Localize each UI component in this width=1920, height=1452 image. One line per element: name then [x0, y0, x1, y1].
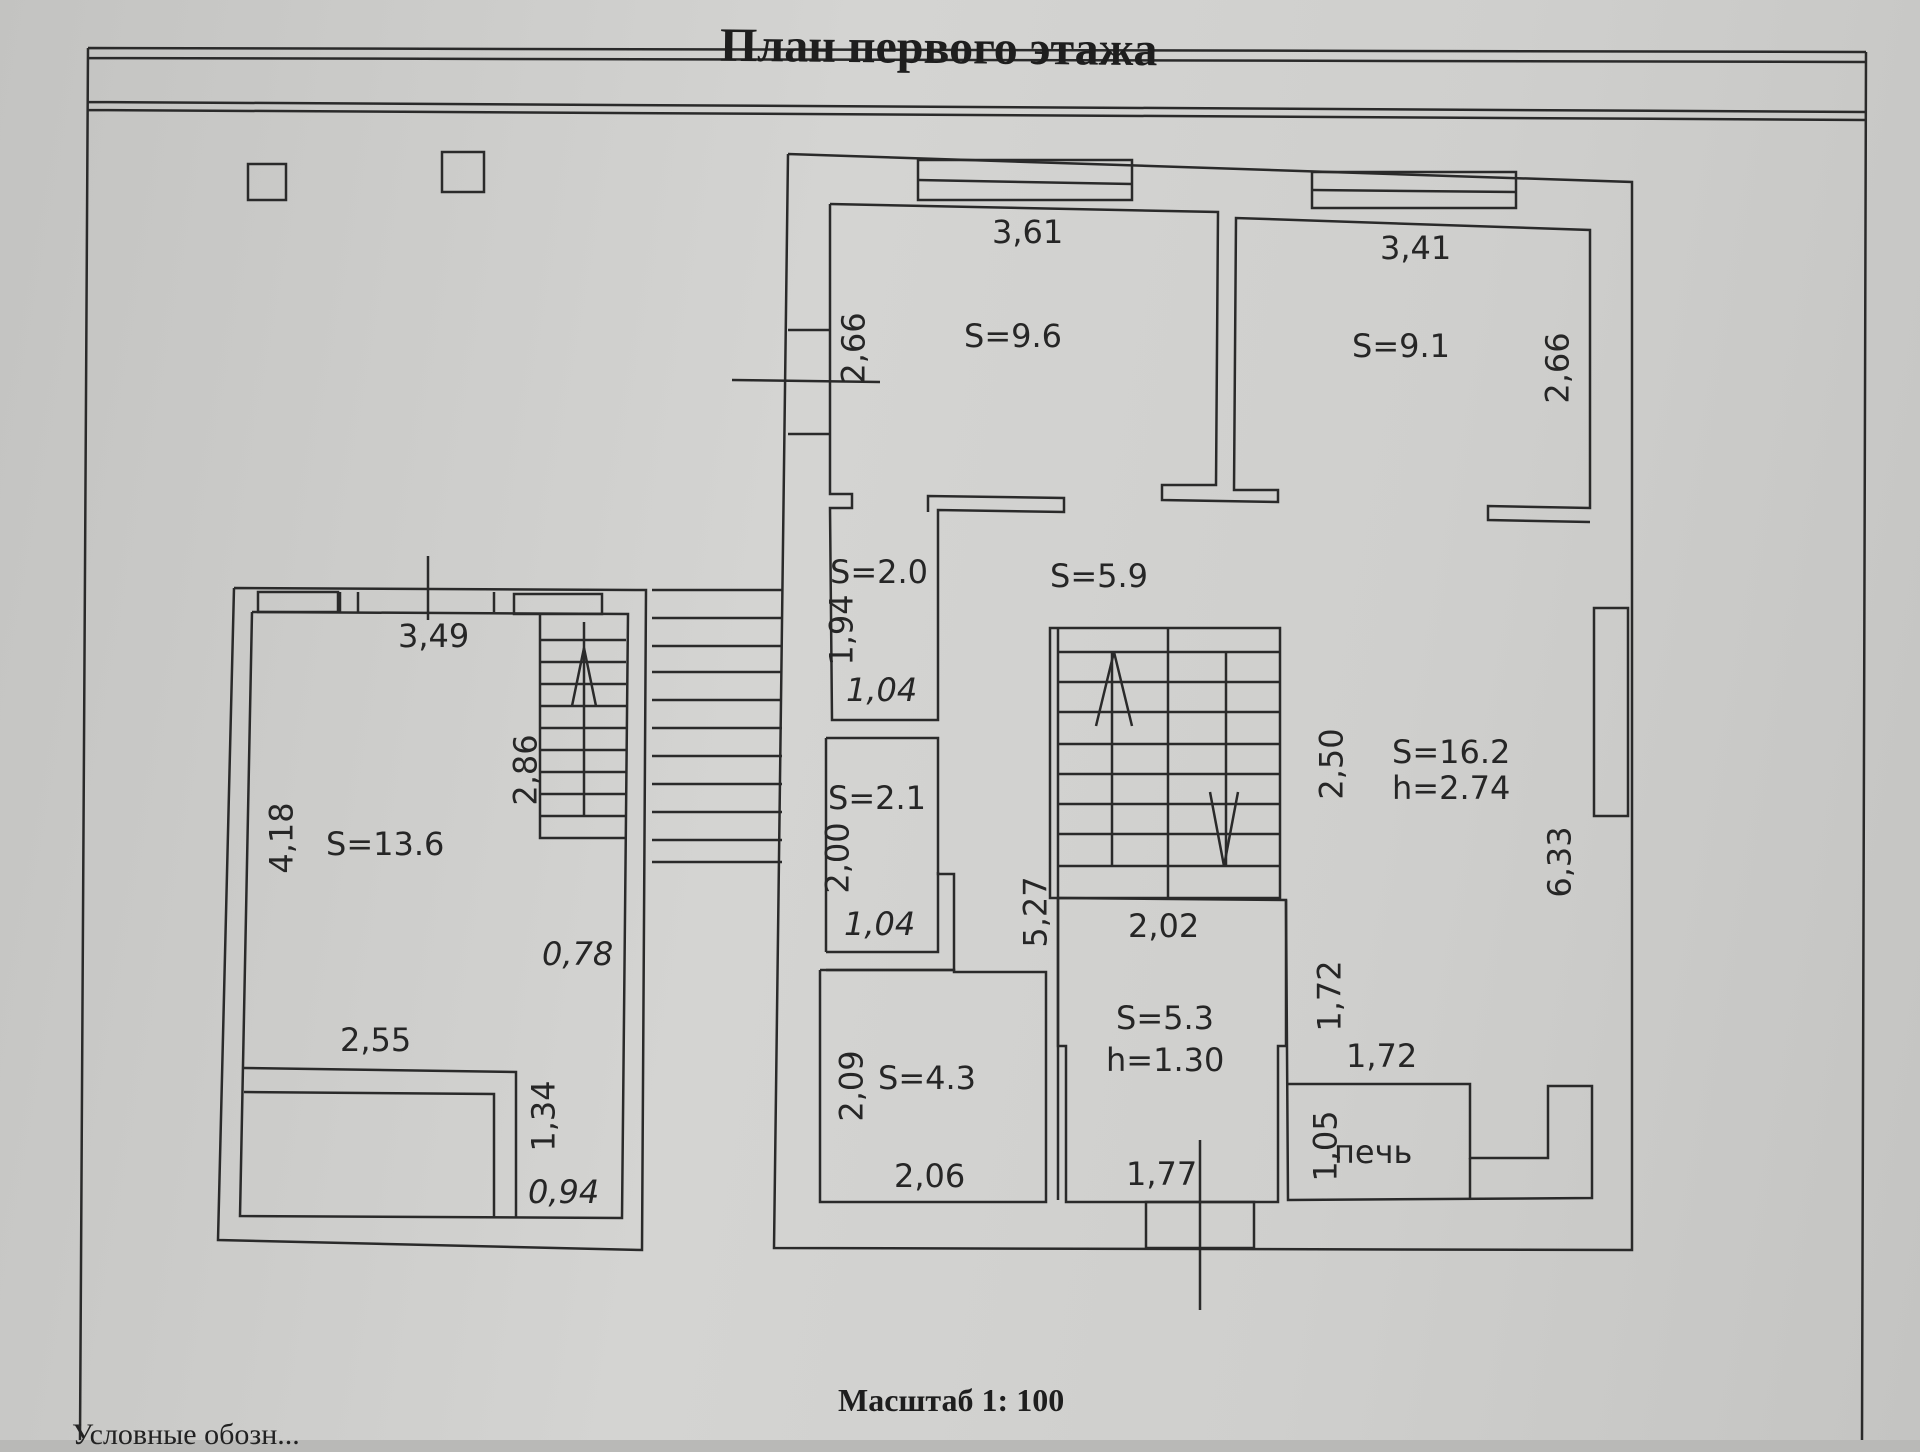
veranda-outer-wall — [216, 586, 648, 1252]
legend-heading: Условные обозн... — [72, 1418, 300, 1451]
dim-length: 2,66 — [1538, 332, 1577, 404]
room-area: S=5.3 — [1116, 999, 1215, 1037]
marker-square — [440, 150, 486, 194]
marker-square — [246, 162, 288, 202]
room-area: S=5.9 — [1050, 557, 1149, 595]
dim-length: 1,94 — [822, 594, 861, 666]
arrow-down-icon — [1208, 791, 1240, 867]
scale-label: Масштаб 1: 100 — [838, 1382, 1065, 1418]
corridor-length: 5,27 — [1016, 876, 1055, 948]
dim-length: 4,18 — [262, 802, 301, 874]
room-area: S=2.1 — [828, 779, 927, 817]
stair-width: 0,78 — [542, 935, 614, 973]
arrow-up-icon — [570, 647, 598, 707]
dim-width: 3,61 — [992, 213, 1064, 251]
dim-length: 2,09 — [832, 1050, 871, 1122]
dim-width: 3,41 — [1380, 229, 1452, 267]
exterior-steps — [652, 588, 782, 864]
room-area: S=9.6 — [964, 317, 1063, 355]
stair-length: 2,50 — [1312, 728, 1351, 800]
page-title: План первого этажа — [719, 18, 1158, 77]
room-area: S=13.6 — [326, 825, 445, 863]
room-area: S=2.0 — [830, 553, 929, 591]
stove-label: печь — [1334, 1133, 1413, 1171]
room-wall — [829, 202, 1592, 524]
dim-length: 6,33 — [1540, 826, 1579, 898]
arrow-up-icon — [1094, 651, 1134, 727]
room-area: S=4.3 — [878, 1059, 977, 1097]
room-area: S=9.1 — [1352, 327, 1451, 365]
stair-length: 2,86 — [506, 734, 545, 806]
dim-width: 1,72 — [1346, 1037, 1418, 1075]
gap-dim: 0,94 — [528, 1173, 600, 1211]
frame-border — [78, 46, 1868, 1440]
bench-length: 1,34 — [524, 1080, 563, 1152]
dim-width-bottom: 1,77 — [1126, 1155, 1198, 1193]
room-height: h=1.30 — [1106, 1041, 1225, 1079]
stair-treads — [1058, 628, 1280, 898]
dim-width: 1,04 — [844, 905, 916, 943]
dim-length: 1,72 — [1310, 960, 1349, 1032]
dim-length: 2,66 — [834, 312, 873, 384]
dim-width-top: 2,02 — [1128, 907, 1200, 945]
bench-width: 2,55 — [340, 1021, 412, 1059]
dim-length: 2,00 — [818, 822, 857, 894]
room-area: S=16.2 — [1392, 733, 1511, 771]
dim-width: 3,49 — [398, 617, 470, 655]
dim-width: 2,06 — [894, 1157, 966, 1195]
dim-width: 1,04 — [846, 671, 918, 709]
room-height: h=2.74 — [1392, 769, 1511, 807]
